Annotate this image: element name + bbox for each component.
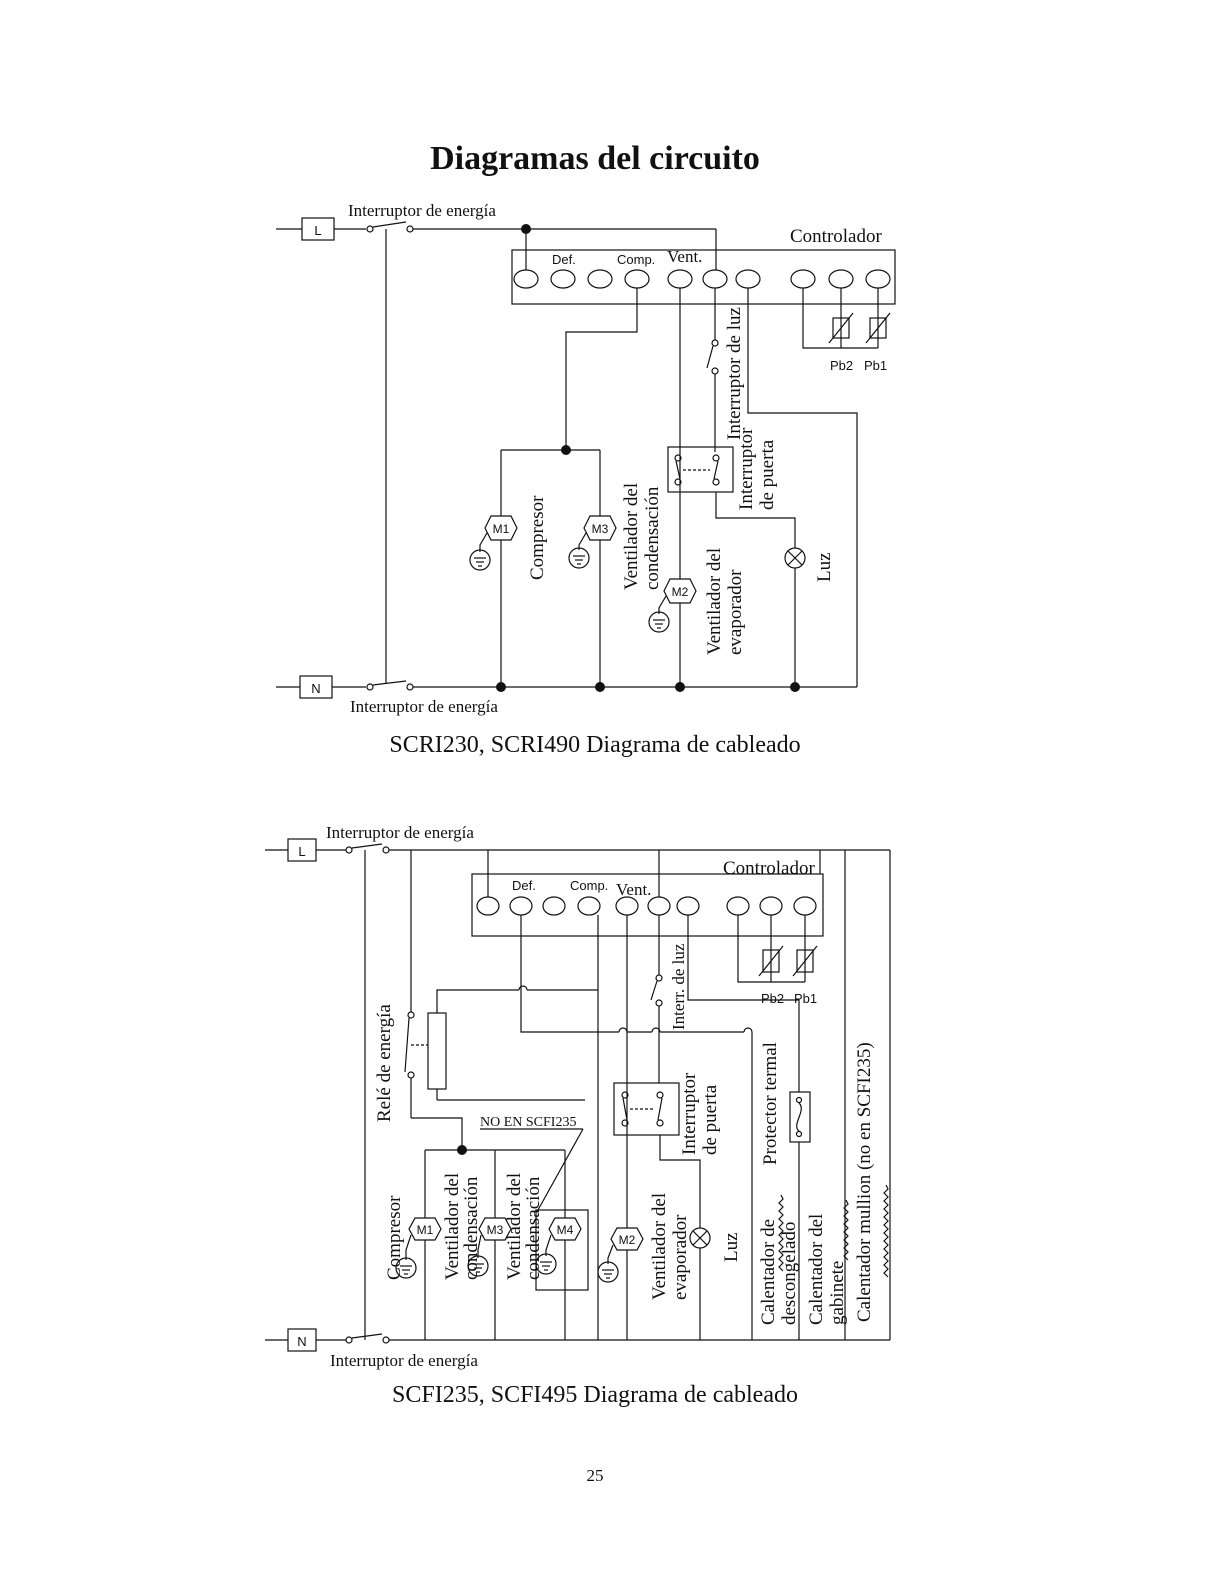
diagram-2-caption: SCFI235, SCFI495 Diagrama de cableado — [392, 1382, 798, 1408]
controller-box: Controlador Def. Comp. Vent. — [511, 226, 896, 305]
light-switch-label-2: Interr. de luz — [669, 943, 688, 1030]
probe1-label: Pb1 — [864, 358, 887, 373]
power-switch-top-label-2: Interruptor de energía — [326, 823, 474, 842]
compressor-label-2: Compresor — [384, 1195, 405, 1280]
line-terminal-l-label-2: L — [298, 844, 305, 859]
power-switch-bottom-label-2: Interruptor de energía — [330, 1351, 478, 1370]
motor-m4-label: M4 — [557, 1223, 574, 1237]
diagram-1-caption: SCRI230, SCRI490 Diagrama de cableado — [389, 732, 801, 758]
neutral-terminal-n-label: N — [311, 681, 320, 696]
terminal-def-label: Def. — [552, 252, 576, 267]
door-switch-label-2: de puerta — [757, 439, 778, 510]
motor-m1: M1 — [469, 515, 518, 571]
cond-fan-label-2: condensación — [642, 486, 663, 590]
motor-m3: M3 — [568, 515, 617, 569]
line-terminal-l: L — [276, 217, 366, 241]
compressor-label: Compresor — [527, 495, 548, 580]
terminal-comp-label-2: Comp. — [570, 878, 608, 893]
neutral-terminal-n-label-2: N — [297, 1334, 306, 1349]
power-switch-top: Interruptor de energía — [326, 823, 474, 854]
power-switch-bottom: Interruptor de energía — [350, 680, 498, 716]
defrost-heater-label-2: descongelado — [779, 1222, 800, 1325]
motor-m2: M2 — [597, 1227, 644, 1283]
power-switch-bottom: Interruptor de energía — [330, 1333, 478, 1370]
light-lamp: Luz — [784, 547, 835, 687]
door-switch-label-1: Interruptor — [736, 427, 757, 510]
motor-m2: M2 — [648, 578, 697, 633]
evap-fan-label-2-2: evaporador — [670, 1214, 691, 1300]
diagram-2: L Interruptor de energía Controlador Def… — [265, 823, 891, 1370]
power-relay: Relé de energía — [374, 850, 447, 1122]
light-label-2: Luz — [721, 1232, 742, 1262]
terminal-vent-label-2: Vent. — [616, 880, 651, 899]
motor-m3-label: M3 — [592, 522, 609, 536]
not-in-note-label: NO EN SCFI235 — [480, 1115, 576, 1130]
thermal-protector-label: Protector termal — [760, 1042, 781, 1165]
door-switch-label-2-2: de puerta — [700, 1084, 721, 1155]
defrost-heater-label-1: Calentador de — [758, 1219, 779, 1325]
controller-terminals — [476, 896, 817, 916]
cond-fan-b-label-1: Ventilador del — [504, 1173, 525, 1280]
controller-box: Controlador Def. Comp. Vent. — [471, 858, 824, 937]
page-number: 25 — [586, 1466, 604, 1485]
light-switch-label: Interruptor de luz — [724, 307, 745, 440]
mullion-heater-label: Calentador mullion (no en SCFI235) — [854, 1042, 875, 1322]
controller-terminals — [513, 269, 891, 289]
cabinet-heater-label-1: Calentador del — [806, 1214, 827, 1325]
cabinet-heater-label-2: gabinete — [827, 1261, 848, 1325]
motor-m1-label: M1 — [493, 522, 510, 536]
neutral-terminal-n: N — [276, 675, 366, 699]
thermal-protector: Protector termal — [760, 1042, 811, 1165]
cond-fan-label-1: Ventilador del — [621, 483, 642, 590]
door-switch: Interruptor de puerta — [667, 427, 778, 510]
door-switch: Interruptor de puerta — [613, 1072, 721, 1155]
light-switch: Interruptor de luz — [706, 288, 745, 452]
probe1-label-2: Pb1 — [794, 991, 817, 1006]
mullion-heater: Calentador mullion (no en SCFI235) — [854, 1042, 889, 1322]
power-switch-top-label: Interruptor de energía — [348, 201, 496, 220]
evap-fan-label-1-2: Ventilador del — [649, 1193, 670, 1300]
evap-fan-label-2: evaporador — [725, 569, 746, 655]
light-switch: Interr. de luz — [650, 915, 688, 1083]
probes: Pb2 Pb1 — [737, 915, 818, 1006]
light-lamp: Luz — [689, 1227, 742, 1340]
neutral-terminal-n: N — [265, 1328, 346, 1352]
cond-fan-a-label-1: Ventilador del — [442, 1173, 463, 1280]
terminal-vent-label: Vent. — [667, 247, 702, 266]
cond-fan-a-label-2: condensación — [461, 1176, 482, 1280]
line-terminal-l: L — [265, 838, 346, 862]
power-relay-label: Relé de energía — [374, 1004, 395, 1122]
evap-fan-label-1: Ventilador del — [704, 548, 725, 655]
cond-fan-b-label-2: condensación — [523, 1176, 544, 1280]
controller-label: Controlador — [790, 226, 882, 247]
power-switch-bottom-label: Interruptor de energía — [350, 697, 498, 716]
controller-label-2: Controlador — [723, 858, 815, 879]
motor-m3: M3 — [467, 1217, 512, 1277]
motor-m3-label-2: M3 — [487, 1223, 504, 1237]
terminal-def-label-2: Def. — [512, 878, 536, 893]
defrost-heater: Calentador de descongelado — [758, 1194, 800, 1325]
page-title: Diagramas del circuito — [430, 140, 760, 177]
motor-m2-label-2: M2 — [619, 1233, 636, 1247]
diagram-1: L Interruptor de energía Controlador Def… — [276, 201, 896, 716]
power-switch-top: Interruptor de energía — [348, 201, 496, 233]
door-switch-label-1-2: Interruptor — [679, 1072, 700, 1155]
light-label: Luz — [814, 552, 835, 582]
probes: Pb2 Pb1 — [802, 288, 891, 373]
motor-m1-label-2: M1 — [417, 1223, 434, 1237]
probe2-label: Pb2 — [830, 358, 853, 373]
cabinet-heater: Calentador del gabinete — [806, 1199, 849, 1325]
motor-m2-label: M2 — [672, 585, 689, 599]
terminal-comp-label: Comp. — [617, 252, 655, 267]
probe2-label-2: Pb2 — [761, 991, 784, 1006]
line-terminal-l-label: L — [314, 223, 321, 238]
not-in-scfi235-note: NO EN SCFI235 M4 — [480, 1115, 589, 1340]
motor-m1: M1 — [395, 1217, 442, 1279]
